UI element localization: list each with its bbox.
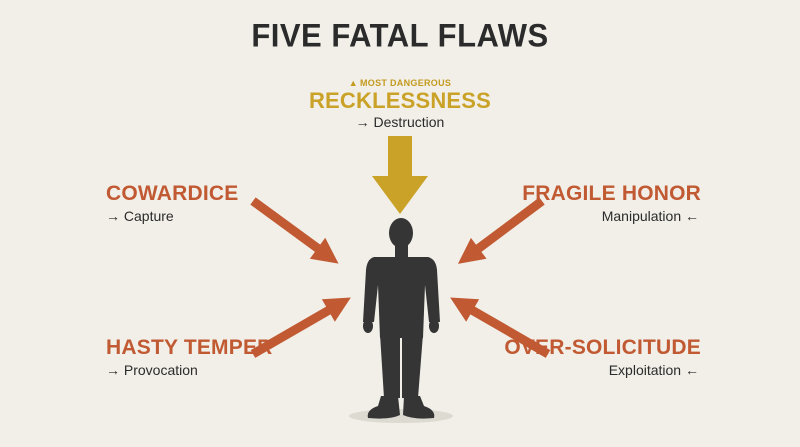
arrow-glyph-left: ←: [685, 362, 699, 378]
arrow-over-solicitude: [450, 297, 551, 358]
arrow-glyph-left: ←: [685, 208, 699, 224]
person-silhouette-icon: [363, 218, 440, 419]
consequence-label: Manipulation: [601, 208, 682, 224]
flaw-name-fragile-honor: FRAGILE HONOR: [522, 182, 701, 205]
arrow-fragile-honor: [457, 197, 545, 264]
flaw-name-recklessness: RECKLESSNESS: [308, 88, 492, 113]
arrow-glyph-right: →: [106, 208, 120, 224]
flaw-name-hasty-temper: HASTY TEMPER: [106, 336, 273, 359]
consequence-exploitation: Exploitation ←: [609, 362, 699, 378]
consequence-label: Provocation: [123, 362, 198, 378]
arrow-glyph-right: →: [106, 362, 120, 378]
arrow-down-recklessness: [372, 136, 428, 214]
arrow-glyph-right: →: [355, 114, 370, 130]
consequence-label: Exploitation: [608, 362, 682, 378]
consequence-label: Destruction: [373, 114, 445, 130]
consequence-label: Capture: [123, 208, 174, 224]
arrow-cowardice: [250, 197, 339, 264]
consequence-provocation: → Provocation: [106, 362, 198, 378]
most-dangerous-badge: ▲MOST DANGEROUS: [0, 78, 800, 88]
figure-shadow: [349, 409, 453, 423]
flaw-name-cowardice: COWARDICE: [106, 182, 239, 205]
badge-label: MOST DANGEROUS: [360, 78, 452, 88]
consequence-manipulation: Manipulation ←: [602, 208, 699, 224]
consequence-destruction: → Destruction: [0, 114, 800, 130]
diagram-title: FIVE FATAL FLAWS: [251, 17, 549, 54]
warning-triangle-icon: ▲: [348, 78, 358, 88]
arrow-hasty-temper: [250, 297, 351, 358]
consequence-capture: → Capture: [106, 208, 174, 224]
flaw-name-over-solicitude: OVER-SOLICITUDE: [504, 336, 701, 359]
